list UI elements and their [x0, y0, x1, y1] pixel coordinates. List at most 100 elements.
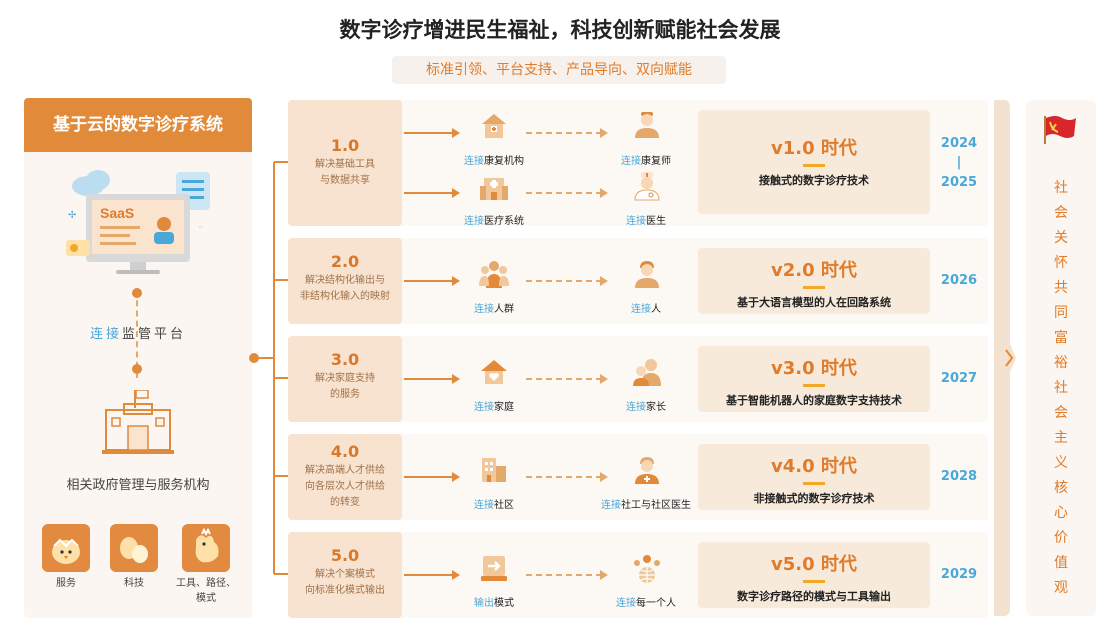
- hen-icon: [182, 524, 230, 572]
- era-row-4: 4.0 解决高端人才供给向各层次人才供给的转变 连接社区 连接社工与社区医生 v…: [288, 434, 988, 520]
- arrow: [404, 472, 460, 482]
- year-label: 2027: [940, 371, 978, 386]
- left-connector-line: [136, 290, 138, 378]
- rehab-center-icon: [482, 114, 506, 138]
- era-title: v5.0 时代: [771, 554, 857, 575]
- core-values-char: 共: [1054, 280, 1068, 296]
- dashed-arrow: [526, 188, 608, 198]
- mini-icon-group: 服务 科技 工具、路径、模式: [42, 524, 242, 614]
- everyone-icon: [634, 555, 660, 583]
- parent-icon: [633, 359, 661, 386]
- core-values-char: 社: [1054, 380, 1068, 396]
- year-label: 2029: [940, 567, 978, 582]
- core-values-text: 社会关怀共同富裕社会主义核心价值观: [1026, 176, 1096, 601]
- crowd-icon: [479, 261, 509, 288]
- mini-label-tech: 科技: [124, 578, 144, 589]
- mini-label-service: 服务: [56, 578, 76, 589]
- era-title: v3.0 时代: [771, 358, 857, 379]
- arrow: [404, 188, 460, 198]
- era-description: 数字诊疗路径的模式与工具输出: [737, 590, 891, 603]
- party-flag-icon: [1044, 116, 1076, 144]
- era-title: v2.0 时代: [771, 260, 857, 281]
- era-title: v4.0 时代: [771, 456, 857, 477]
- svg-text:◦: ◦: [198, 223, 203, 232]
- era-row-5: 5.0 解决个案模式向标准化模式输出 输出模式 连接每一个人 v5.0 时代 数…: [288, 532, 988, 618]
- era-box: v4.0 时代 非接触式的数字诊疗技术: [698, 444, 930, 510]
- government-building-icon: [102, 390, 174, 454]
- era-row-3: 3.0 解决家庭支持的服务 连接家庭 连接家长 v3.0 时代 基于智能机器人的…: [288, 336, 988, 422]
- dashed-arrow: [526, 570, 608, 580]
- version-number: 3.0: [330, 350, 360, 369]
- version-box: 4.0 解决高端人才供给向各层次人才供给的转变: [288, 434, 402, 520]
- version-desc: 解决高端人才供给向各层次人才供给的转变: [305, 465, 385, 508]
- subtitle-pill: 标准引领、平台支持、产品导向、双向赋能: [392, 56, 726, 84]
- community-doctor-caption: 连接社工与社区医生: [601, 500, 691, 511]
- era-row-2: 2.0 解决结构化输出与非结构化输入的映射 连接人群 连接人 v2.0 时代 基…: [288, 238, 988, 324]
- era-box: v2.0 时代 基于大语言模型的人在回路系统: [698, 248, 930, 314]
- hospital-icon: [480, 178, 508, 200]
- era-row-1: 1.0 解决基础工具与数据共享 连接康复机构 连接医疗系统 连接康复师 连接医生…: [288, 100, 988, 227]
- community-building-icon: [482, 458, 506, 482]
- crowd-caption: 连接人群: [474, 304, 514, 315]
- version-number: 4.0: [330, 442, 360, 461]
- version-box: 1.0 解决基础工具与数据共享: [288, 100, 402, 226]
- connector-dot: [132, 364, 142, 374]
- core-values-char: 核: [1054, 480, 1068, 496]
- core-values-char: 值: [1054, 555, 1068, 571]
- export-caption: 输出模式: [474, 598, 514, 609]
- version-desc: 解决个案模式向标准化模式输出: [305, 569, 385, 596]
- era-underline: [803, 580, 825, 583]
- government-label: 相关政府管理与服务机构: [66, 478, 210, 493]
- version-box: 3.0 解决家庭支持的服务: [288, 336, 402, 422]
- left-panel-header: 基于云的数字诊疗系统: [24, 98, 252, 152]
- left-panel: 基于云的数字诊疗系统 SaaS ✢ ◦ 连接监管平台: [24, 98, 252, 618]
- core-values-char: 价: [1054, 530, 1068, 546]
- saas-computer-icon: SaaS ✢ ◦: [66, 170, 210, 274]
- era-box: v3.0 时代 基于智能机器人的家庭数字支持技术: [698, 346, 930, 412]
- dashed-arrow: [526, 128, 608, 138]
- doctor-icon: [634, 172, 660, 201]
- core-values-char: 会: [1054, 205, 1068, 221]
- era-description: 基于智能机器人的家庭数字支持技术: [726, 394, 902, 407]
- core-values-char: 社: [1054, 180, 1068, 196]
- export-icon: [481, 556, 507, 581]
- era-description: 接触式的数字诊疗技术: [759, 174, 869, 187]
- core-values-char: 关: [1054, 230, 1068, 246]
- version-number: 1.0: [330, 136, 360, 155]
- core-values-char: 裕: [1054, 355, 1068, 371]
- era-underline: [803, 164, 825, 167]
- version-number: 2.0: [330, 252, 360, 271]
- era-title: v1.0 时代: [771, 138, 857, 159]
- supervision-platform-label: 连接监管平台: [89, 327, 187, 342]
- era-box: v1.0 时代 接触式的数字诊疗技术: [698, 110, 930, 214]
- core-values-char: 富: [1054, 330, 1068, 346]
- everyone-caption: 连接每一个人: [616, 598, 676, 609]
- arrow: [404, 276, 460, 286]
- therapist-caption: 连接康复师: [621, 156, 671, 167]
- core-values-char: 同: [1054, 305, 1068, 321]
- era-underline: [803, 286, 825, 289]
- year-label: 2028: [940, 469, 978, 484]
- era-underline: [803, 482, 825, 485]
- era-box: v5.0 时代 数字诊疗路径的模式与工具输出: [698, 542, 930, 608]
- hospital-caption: 连接医疗系统: [464, 216, 524, 227]
- connector-dot: [132, 288, 142, 298]
- year-label: 2025: [940, 175, 978, 190]
- version-desc: 解决基础工具与数据共享: [315, 159, 375, 186]
- core-values-char: 怀: [1054, 255, 1068, 271]
- core-values-char: 观: [1054, 580, 1068, 596]
- year-label: 2024: [940, 136, 978, 151]
- mini-label-tools: 工具、路径、模式: [176, 578, 236, 604]
- version-box: 5.0 解决个案模式向标准化模式输出: [288, 532, 402, 618]
- dashed-arrow: [526, 374, 608, 384]
- svg-text:✢: ✢: [68, 210, 76, 221]
- therapist-icon: [635, 112, 659, 138]
- version-number: 5.0: [330, 546, 360, 565]
- eggs-icon: [110, 524, 158, 572]
- saas-label: SaaS: [100, 205, 134, 221]
- community-caption: 连接社区: [474, 500, 514, 511]
- era-description: 非接触式的数字诊疗技术: [753, 492, 875, 505]
- era-underline: [803, 384, 825, 387]
- values-panel: 社会关怀共同富裕社会主义核心价值观: [1026, 100, 1096, 616]
- chick-icon: [42, 524, 90, 572]
